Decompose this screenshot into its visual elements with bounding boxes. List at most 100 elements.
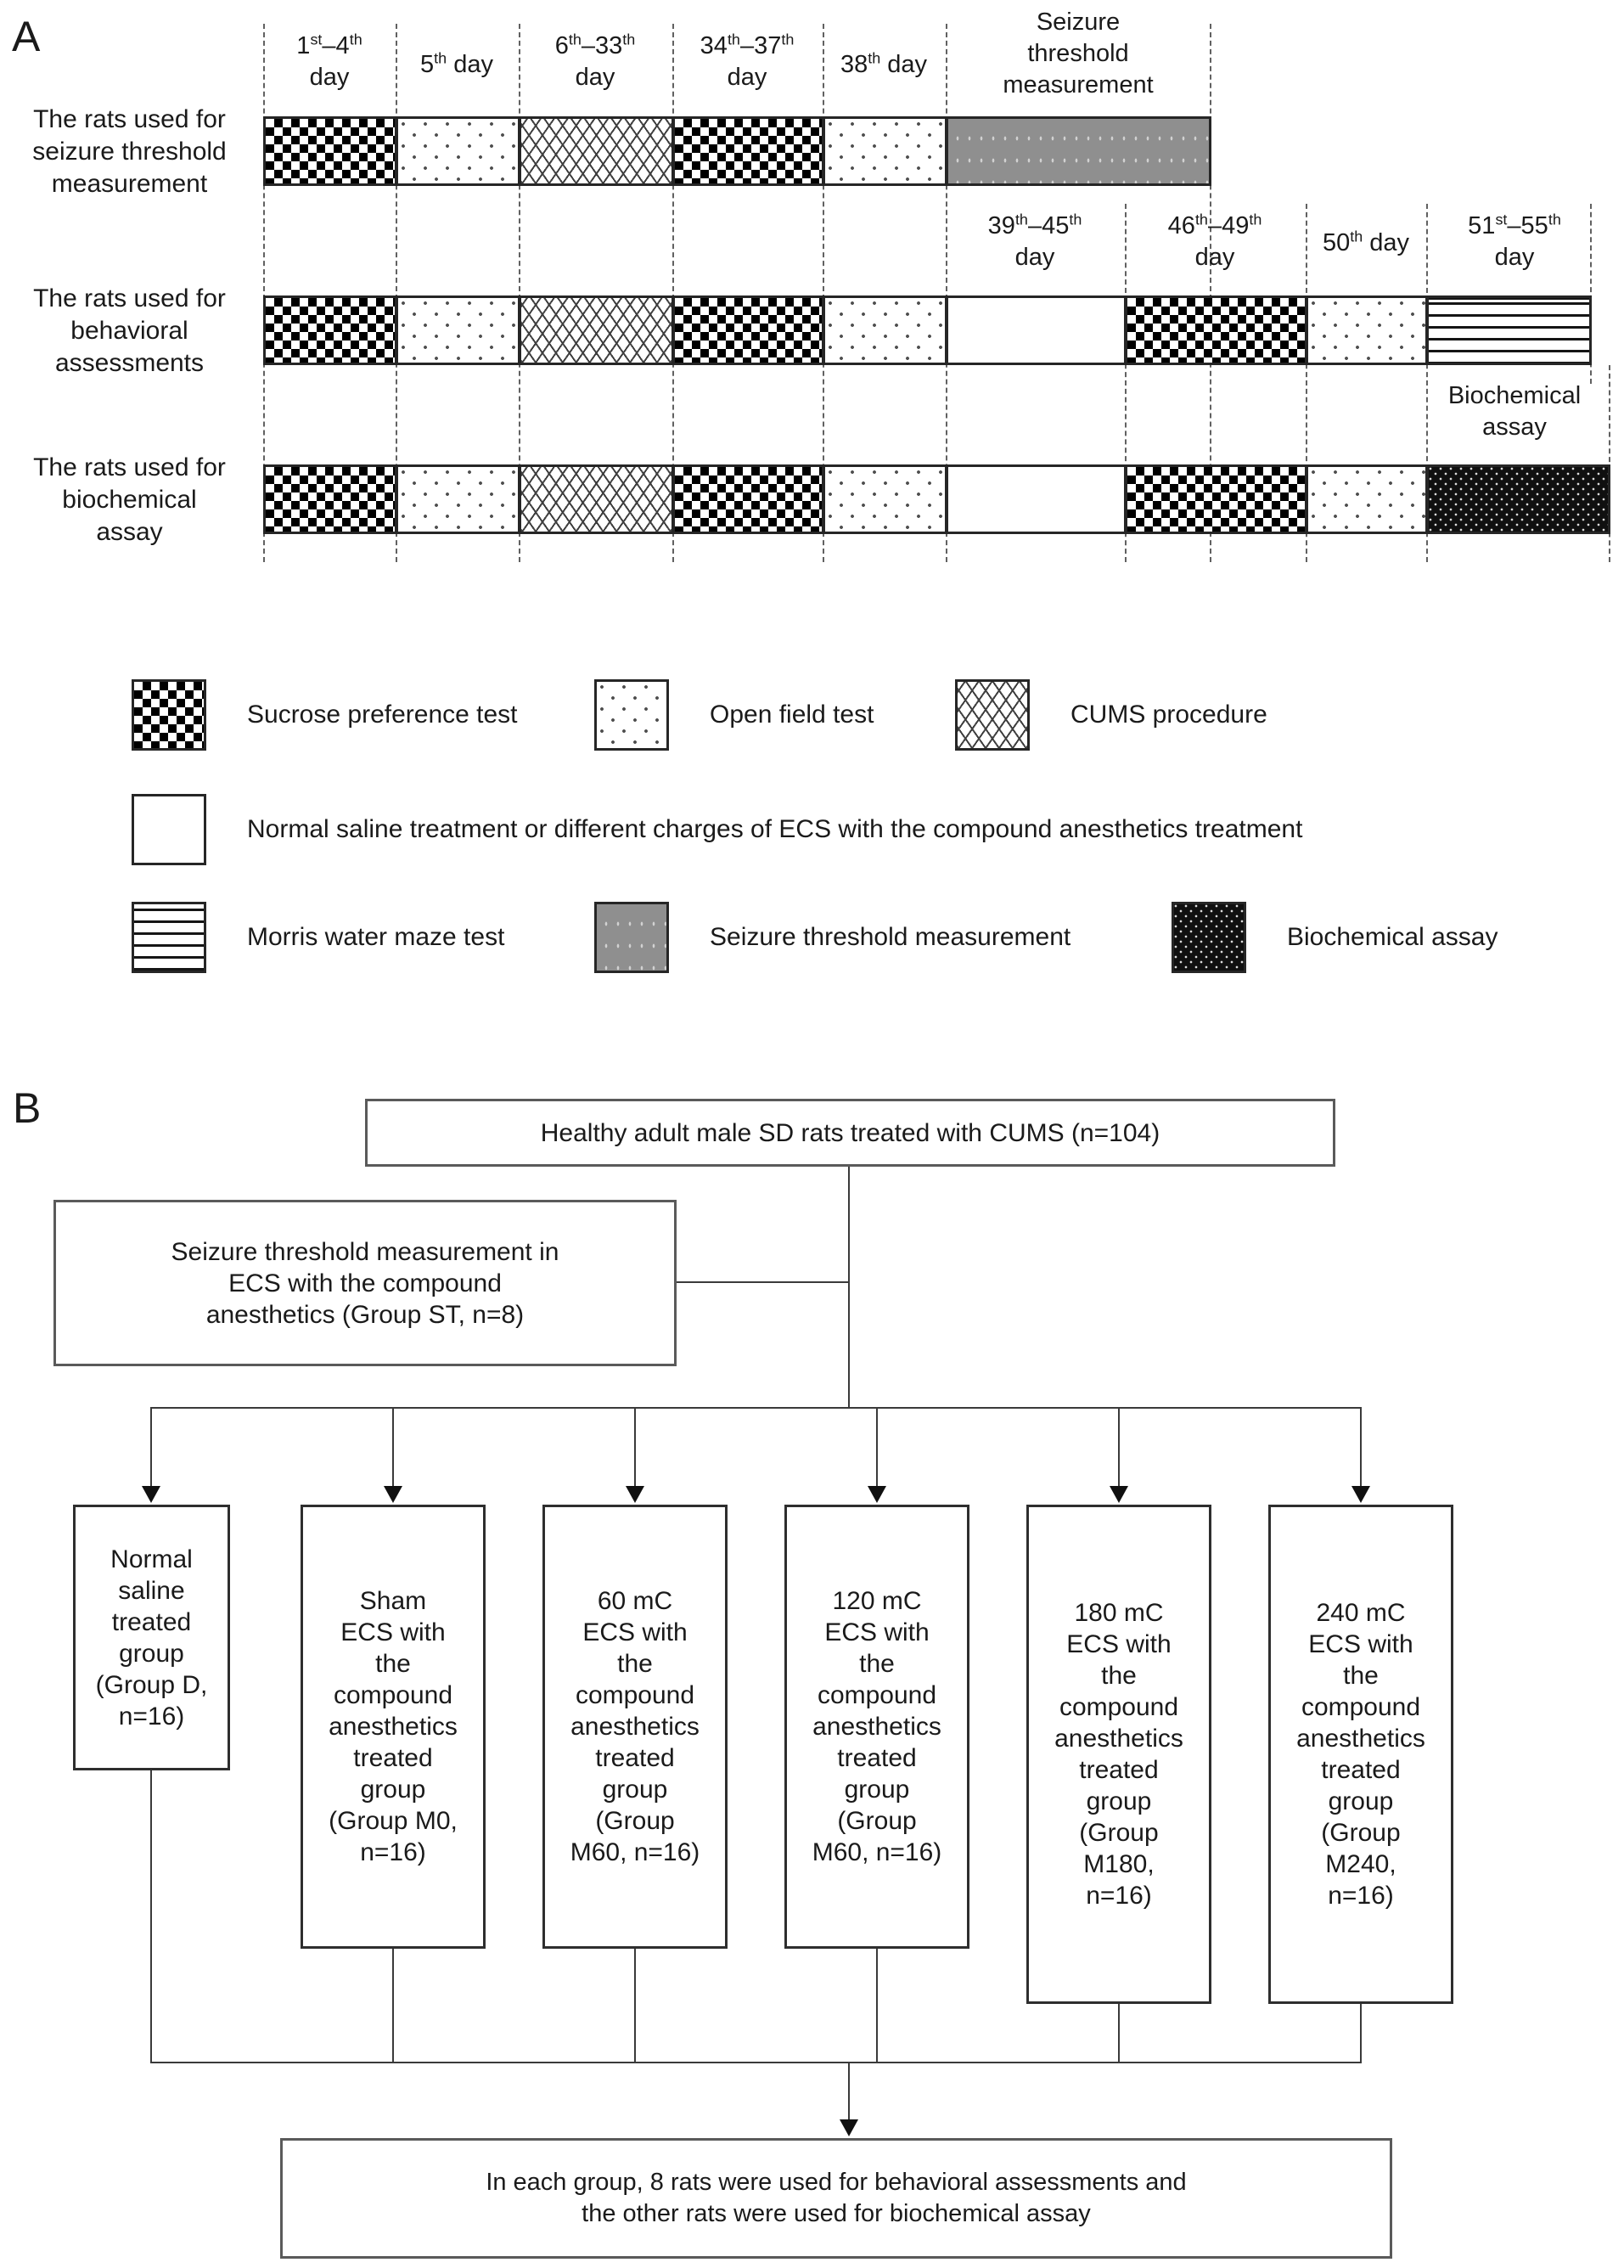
hlines-pattern-swatch (132, 902, 206, 973)
arrow-down-icon (626, 1486, 644, 1503)
dashed-gridline (1590, 204, 1592, 384)
panel-b-label: B (13, 1084, 42, 1132)
legend-item: Morris water maze test (132, 902, 504, 973)
legend-label: Normal saline treatment or different cha… (247, 815, 1303, 843)
timeline-segment-checker (263, 116, 397, 186)
arrow-line (1118, 1407, 1120, 1488)
connector-line (150, 1770, 152, 2063)
checker-pattern-swatch (132, 679, 206, 751)
legend-item: CUMS procedure (955, 679, 1267, 751)
crosshatch-pattern-swatch (955, 679, 1030, 751)
flow-box-group-m180: 180 mC ECS with the compound anesthetics… (1026, 1505, 1211, 2004)
arrow-down-icon (840, 2119, 858, 2136)
connector-line (634, 1949, 636, 2063)
timeline-segment-dots (396, 295, 520, 365)
dashed-gridline (1210, 24, 1211, 562)
legend-item: Seizure threshold measurement (594, 902, 1070, 973)
dashed-gridline (946, 24, 947, 562)
arrow-line (1360, 1407, 1362, 1488)
gray-pattern-swatch (594, 902, 669, 973)
dots-pattern-swatch (594, 679, 669, 751)
timeline-segment-cums (519, 295, 674, 365)
column-header: 50th day (1322, 228, 1410, 256)
timeline-segment-plain (946, 464, 1127, 534)
timeline-segment-gray (946, 116, 1211, 186)
legend-item: Sucrose preference test (132, 679, 518, 751)
plain-pattern-swatch (132, 794, 206, 865)
dashed-gridline (823, 24, 824, 562)
collector-bus-line (150, 2062, 1362, 2063)
column-header: 5th day (420, 49, 493, 78)
dashed-gridline (1125, 204, 1127, 562)
timeline-segment-checker (263, 464, 397, 534)
legend-item: Biochemical assay (1172, 902, 1498, 973)
row-label-seizure-threshold: The rats used for seizure threshold meas… (32, 105, 227, 198)
connector-line (1118, 2004, 1120, 2063)
dashed-gridline (672, 24, 674, 562)
flow-box-group-m240: 240 mC ECS with the compound anesthetics… (1268, 1505, 1453, 2004)
timeline-segment-checker (263, 295, 397, 365)
timeline-segment-checker (1125, 464, 1307, 534)
arrow-line (848, 2062, 850, 2121)
timeline-segment-dots (823, 116, 947, 186)
arrow-down-icon (868, 1486, 886, 1503)
legend-label: Sucrose preference test (247, 701, 518, 729)
arrow-line (634, 1407, 636, 1488)
timeline-segment-dots (823, 464, 947, 534)
dashed-gridline (1609, 365, 1610, 562)
arrow-down-icon (1351, 1486, 1370, 1503)
arrow-line (150, 1407, 152, 1488)
flow-box-group-m120: 120 mC ECS with the compound anesthetics… (784, 1505, 969, 1949)
flow-box-group-m0: Sham ECS with the compound anesthetics t… (301, 1505, 486, 1949)
legend-label: Seizure threshold measurement (710, 923, 1071, 951)
arrow-down-icon (142, 1486, 160, 1503)
timeline-segment-blackdots (1426, 464, 1610, 534)
timeline-segment-checker (672, 116, 824, 186)
timeline-segment-dots (1306, 464, 1428, 534)
timeline-segment-checker (672, 464, 824, 534)
legend-item: Normal saline treatment or different cha… (132, 794, 1302, 865)
timeline-segment-cums (519, 116, 674, 186)
connector-line (677, 1281, 849, 1283)
flow-box-usage-note: In each group, 8 rats were used for beha… (280, 2138, 1392, 2259)
timeline-segment-dots (823, 295, 947, 365)
flow-box-group-st: Seizure threshold measurement in ECS wit… (53, 1200, 677, 1366)
timeline-segment-plain (946, 295, 1127, 365)
arrow-down-icon (384, 1486, 402, 1503)
flow-box-group-d: Normal saline treated group (Group D, n=… (73, 1505, 230, 1770)
timeline-segment-checker (1125, 295, 1307, 365)
legend-label: Open field test (710, 701, 874, 729)
arrow-line (876, 1407, 878, 1488)
timeline-segment-dots (1306, 295, 1428, 365)
legend-label: Biochemical assay (1287, 923, 1498, 951)
branch-bus-line (150, 1407, 1362, 1409)
timeline-segment-hlines (1426, 295, 1592, 365)
flow-box-total-rats: Healthy adult male SD rats treated with … (365, 1099, 1335, 1167)
connector-line (1360, 2004, 1362, 2063)
timeline-segment-dots (396, 464, 520, 534)
legend-item: Open field test (594, 679, 874, 751)
panel-a-label: A (12, 13, 41, 60)
legend-label: Morris water maze test (247, 923, 505, 951)
timeline-segment-cums (519, 464, 674, 534)
arrow-line (392, 1407, 394, 1488)
dashed-gridline (1426, 204, 1428, 562)
arrow-down-icon (1110, 1486, 1128, 1503)
timeline-segment-dots (396, 116, 520, 186)
column-header: 38th day (840, 49, 928, 78)
timeline-segment-checker (672, 295, 824, 365)
dashed-gridline (519, 24, 520, 562)
dashed-gridline (1306, 204, 1307, 562)
connector-line (392, 1949, 394, 2063)
connector-line (848, 1167, 850, 1408)
dashed-gridline (263, 24, 265, 562)
row-label-biochemical: The rats used for biochemical assay (33, 453, 226, 546)
dashed-gridline (396, 24, 397, 562)
